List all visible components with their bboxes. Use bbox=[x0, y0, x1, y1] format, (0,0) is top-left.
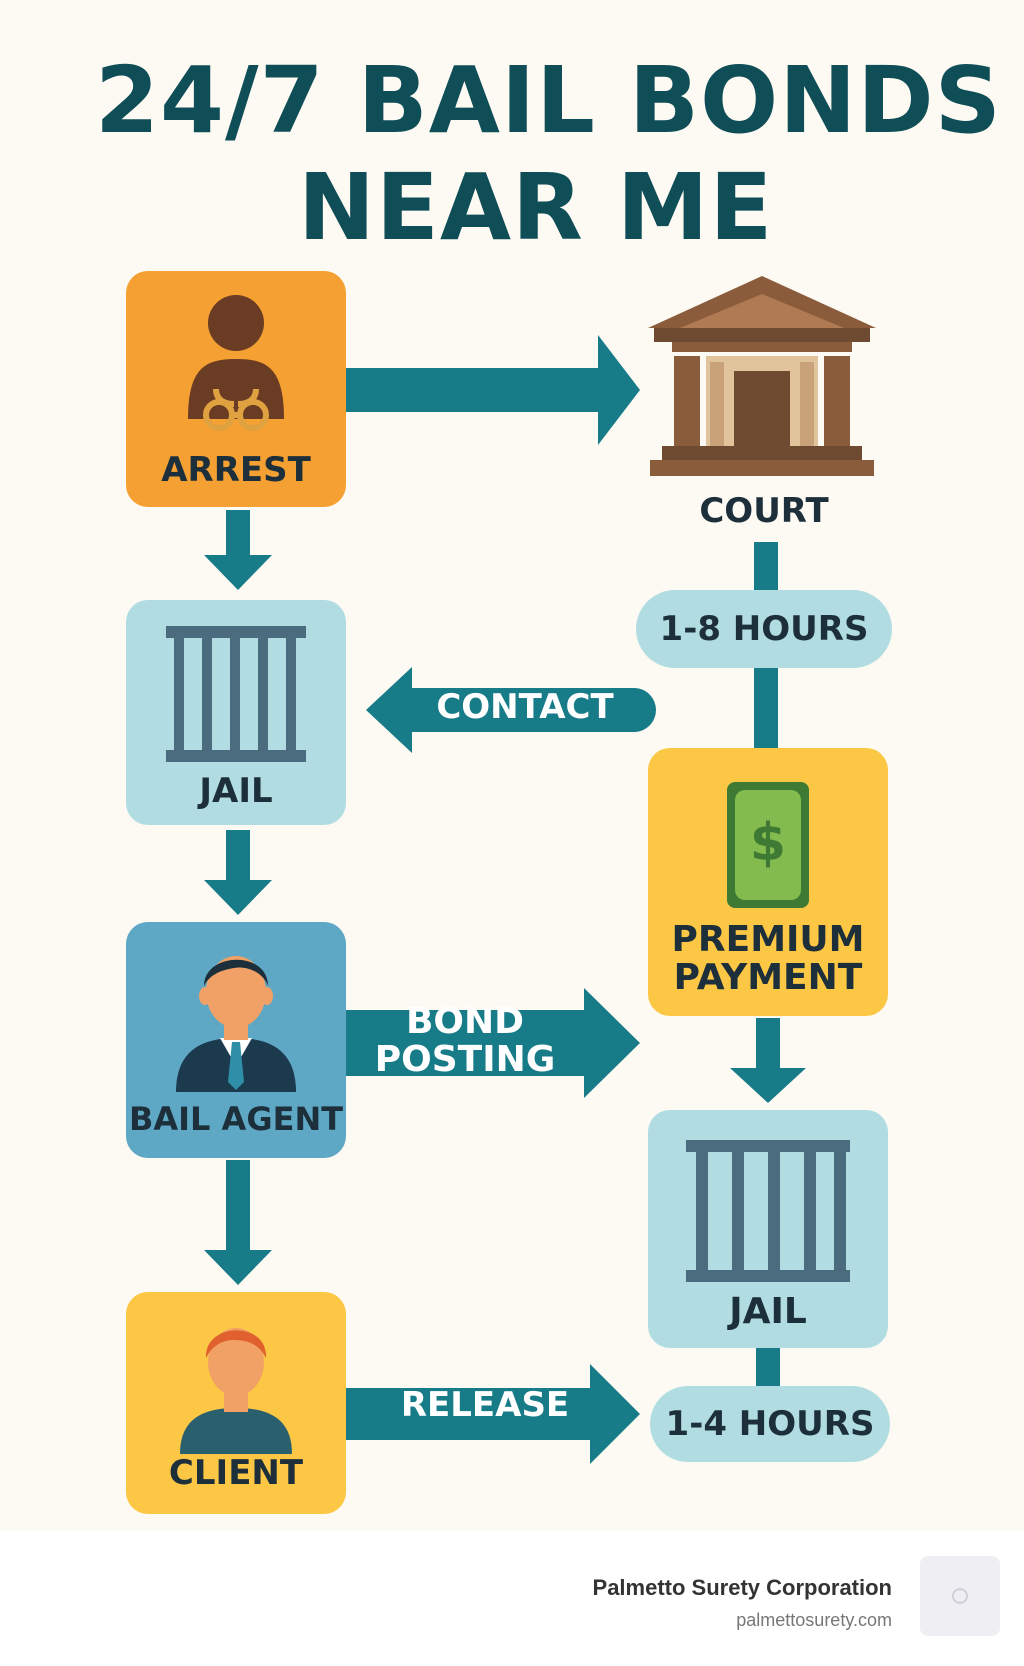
handcuffed-person-icon bbox=[188, 295, 284, 431]
step-premium-payment-label-2: PAYMENT bbox=[673, 957, 863, 998]
step-court-label: COURT bbox=[699, 491, 829, 531]
step-premium-payment: $ PREMIUM PAYMENT bbox=[648, 748, 888, 1016]
footer-company-name: Palmetto Surety Corporation bbox=[592, 1575, 892, 1600]
logo-mark-icon bbox=[952, 1588, 968, 1604]
line-pill-to-payment bbox=[754, 668, 778, 748]
flow-bond-posting-label-1: BOND bbox=[405, 1001, 525, 1042]
jail-bars-icon bbox=[166, 626, 306, 762]
courthouse-icon bbox=[648, 276, 876, 476]
footer: Palmetto Surety Corporation palmettosure… bbox=[0, 1530, 1024, 1666]
step-jail-left-label: JAIL bbox=[199, 771, 273, 811]
arrow-jail-to-agent bbox=[204, 830, 272, 915]
dollar-bill-icon: $ bbox=[727, 782, 809, 908]
arrow-release bbox=[346, 1364, 640, 1464]
person-icon bbox=[180, 1328, 292, 1454]
jail-bars-icon bbox=[686, 1140, 850, 1282]
step-jail-right-label: JAIL bbox=[729, 1291, 807, 1332]
flow-release-label: RELEASE bbox=[400, 1385, 570, 1425]
step-arrest: ARREST bbox=[126, 271, 346, 507]
arrow-arrest-to-jail bbox=[204, 510, 272, 590]
title-line-1: 24/7 BAIL BONDS bbox=[95, 47, 1002, 154]
arrow-agent-to-client bbox=[204, 1160, 272, 1285]
arrow-contact bbox=[366, 667, 656, 753]
duration-1-4-hours: 1-4 HOURS bbox=[650, 1386, 890, 1462]
step-client: CLIENT bbox=[126, 1292, 346, 1514]
step-jail-right: JAIL bbox=[648, 1110, 888, 1348]
flow-bond-posting-label-2: POSTING bbox=[374, 1039, 556, 1080]
step-bail-agent: BAIL AGENT bbox=[126, 922, 346, 1158]
flow-connectors bbox=[204, 335, 806, 1464]
step-jail-left: JAIL bbox=[126, 600, 346, 825]
step-client-label: CLIENT bbox=[168, 1453, 304, 1493]
company-logo bbox=[920, 1556, 1000, 1636]
arrow-payment-to-jail bbox=[730, 1018, 806, 1103]
svg-text:$: $ bbox=[750, 813, 786, 873]
arrow-bond-posting bbox=[346, 988, 640, 1098]
duration-1-8-hours: 1-8 HOURS bbox=[636, 590, 892, 668]
line-jail-to-pill bbox=[756, 1348, 780, 1388]
step-bail-agent-label: BAIL AGENT bbox=[128, 1100, 344, 1138]
footer-url[interactable]: palmettosurety.com bbox=[736, 1610, 892, 1630]
step-premium-payment-label-1: PREMIUM bbox=[671, 919, 865, 960]
arrow-arrest-to-court bbox=[346, 335, 640, 445]
flow-contact-label: CONTACT bbox=[436, 687, 614, 727]
businessman-icon bbox=[176, 956, 296, 1092]
title-line-2: NEAR ME bbox=[298, 154, 774, 261]
step-arrest-label: ARREST bbox=[161, 450, 311, 490]
